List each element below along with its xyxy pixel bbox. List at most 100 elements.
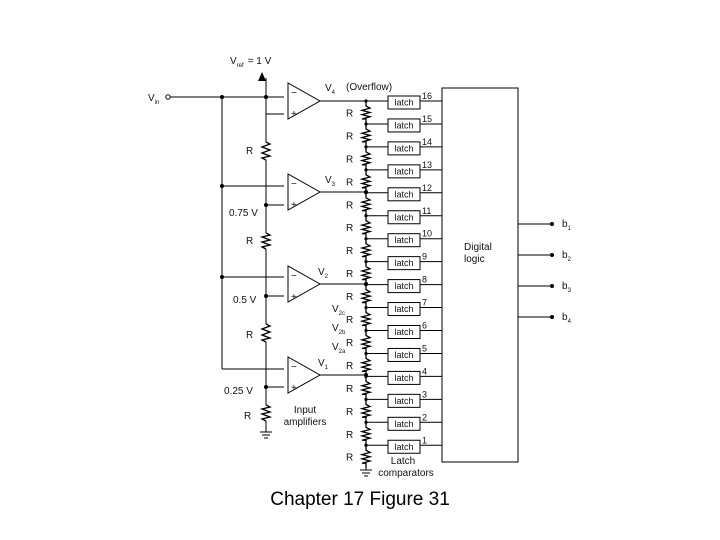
latch-number: 16 — [422, 91, 432, 101]
amp-output-label-v1: V1 — [318, 358, 329, 371]
latch-label: latch — [394, 304, 413, 314]
chain-resistor-label: R — [346, 361, 353, 372]
vin-terminal — [165, 94, 171, 100]
amp-output-label-v4: V4 — [325, 83, 336, 96]
divider-r-label: R — [246, 146, 253, 157]
chain-resistor-label: R — [346, 384, 353, 395]
amp-minus-sign: − — [291, 362, 297, 373]
latch-comparator: latch 6 — [364, 321, 442, 339]
latch-comparator: latch 3 — [364, 389, 442, 408]
latch-number: 9 — [422, 252, 427, 262]
chain-resistor — [359, 330, 373, 354]
latch-comparator: latch 15 — [364, 114, 442, 133]
input-amplifiers-label: Input — [294, 405, 316, 416]
chain-resistor — [359, 101, 373, 124]
chain-resistor — [359, 353, 373, 377]
chain-resistor-label: R — [346, 315, 353, 326]
divider-resistors — [259, 141, 273, 422]
latch-number: 12 — [422, 183, 432, 193]
chain-resistor — [359, 422, 373, 446]
latch-number: 11 — [422, 206, 431, 216]
chain-resistor — [359, 284, 373, 308]
latch-number: 2 — [422, 412, 427, 422]
latch-label: latch — [394, 396, 413, 406]
latch-label: latch — [394, 258, 413, 268]
amp-output-label-v2: V2 — [318, 267, 329, 280]
output-b4-label: b4 — [562, 312, 572, 325]
latch-label: latch — [394, 166, 413, 176]
output-b3-label: b3 — [562, 281, 572, 294]
latch-number: 15 — [422, 114, 432, 124]
latch-number: 3 — [422, 389, 427, 399]
latch-label: latch — [394, 419, 413, 429]
latch-comparator: latch 4 — [364, 366, 442, 385]
chain-resistor — [359, 238, 373, 262]
output-b2-label: b2 — [562, 250, 572, 263]
chain-resistor — [359, 445, 373, 469]
latch-number: 13 — [422, 160, 432, 170]
digital-logic-label: Digital — [464, 242, 492, 253]
amp-plus-sign: + — [291, 383, 297, 394]
amp-output-label-v3: V3 — [325, 175, 336, 188]
latch-label: latch — [394, 120, 413, 130]
output-b1-label: b1 — [562, 219, 572, 232]
divider-r-label: R — [246, 236, 253, 247]
chain-resistor — [359, 192, 373, 216]
input-amplifiers-label: amplifiers — [284, 417, 327, 428]
input-amplifier: −+ — [287, 173, 322, 211]
latch-label: latch — [394, 212, 413, 222]
latch-comparators-label: comparators — [378, 468, 434, 479]
chain-resistor-label: R — [346, 177, 353, 188]
latch-number: 5 — [422, 343, 427, 353]
latch-comparator: latch 13 — [364, 160, 442, 179]
chain-resistor-label: R — [346, 338, 353, 349]
v2a-label: V2a — [332, 342, 346, 355]
latch-label: latch — [394, 327, 413, 337]
v2b-label: V2b — [332, 323, 346, 336]
chain-resistor — [359, 261, 373, 285]
amp-plus-sign: + — [291, 109, 297, 120]
latch-comparator: latch 11 — [364, 206, 442, 225]
latch-number: 4 — [422, 366, 427, 376]
chain-resistor-label: R — [346, 223, 353, 234]
latch-label: latch — [394, 189, 413, 199]
chain-resistor-label: R — [346, 292, 353, 303]
chain-resistor-label: R — [346, 246, 353, 257]
input-amplifier-group: −+−+−+−+ — [287, 82, 322, 394]
chain-resistor — [359, 376, 373, 400]
latch-comparator: latch 9 — [364, 252, 442, 271]
chain-resistor — [359, 123, 373, 147]
latch-label: latch — [394, 98, 413, 108]
chain-resistor-label: R — [346, 453, 353, 464]
amp-minus-sign: − — [291, 88, 297, 99]
chain-resistor-label: R — [346, 154, 353, 165]
amp-plus-sign: + — [291, 292, 297, 303]
tap-voltage-025: 0.25 V — [224, 386, 253, 397]
latch-label: latch — [394, 373, 413, 383]
overflow-label: (Overflow) — [346, 82, 392, 93]
latch-number: 1 — [422, 435, 427, 445]
latch-number: 6 — [422, 321, 427, 331]
amp-minus-sign: − — [291, 271, 297, 282]
chain-resistor — [359, 307, 373, 331]
input-amplifier: −+ — [287, 265, 322, 303]
latch-label: latch — [394, 143, 413, 153]
comparator-chain: Rlatch16Rlatch15Rlatch14Rlatch13Rlatch12… — [346, 91, 442, 469]
input-amplifier: −+ — [287, 82, 322, 120]
latch-number: 8 — [422, 275, 427, 285]
figure-caption: Chapter 17 Figure 31 — [270, 489, 450, 510]
latch-comparator: latch 14 — [364, 137, 442, 156]
tap-voltage-075: 0.75 V — [229, 208, 258, 219]
vin-label: Vin — [148, 93, 159, 106]
chain-resistor — [359, 146, 373, 170]
amp-plus-sign: + — [291, 200, 297, 211]
latch-label: latch — [394, 281, 413, 291]
chain-resistor — [359, 399, 373, 423]
input-amplifier: −+ — [287, 356, 322, 394]
divider-r-label: R — [244, 411, 251, 422]
latch-number: 14 — [422, 137, 432, 147]
